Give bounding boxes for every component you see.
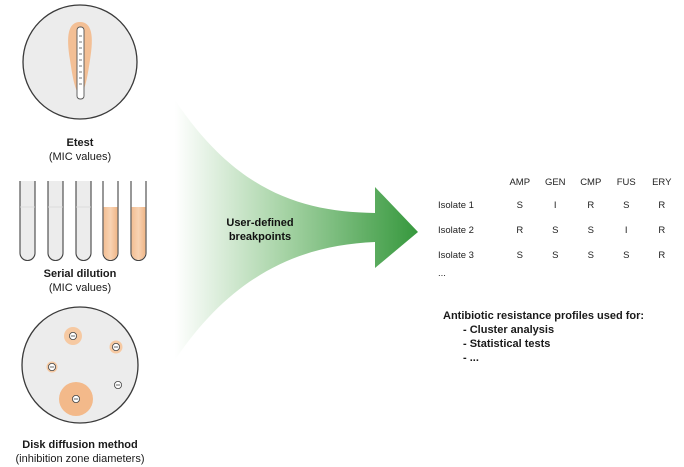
- disk-5: [114, 380, 123, 389]
- breakpoint-arrow: [175, 100, 418, 360]
- table-cell: R: [658, 250, 666, 261]
- table-row: Isolate 1 S I R S R: [438, 193, 680, 218]
- table-cell: S: [516, 200, 523, 211]
- etest-title: Etest: [66, 137, 94, 149]
- row-label: Isolate 1: [438, 200, 474, 211]
- table-cell: I: [624, 225, 628, 236]
- table-cell: S: [587, 250, 594, 261]
- arrow-label-line2: breakpoints: [228, 231, 292, 243]
- table-row: Isolate 2 R S S I R: [438, 218, 680, 243]
- column-header: ERY: [652, 177, 672, 188]
- profiles-list: - Cluster analysis - Statistical tests -…: [443, 323, 644, 365]
- resistance-table: AMP GEN CMP FUS ERY Isolate 1 S I R S R …: [438, 177, 680, 293]
- disk-diffusion-label: Disk diffusion method (inhibition zone d…: [0, 438, 160, 466]
- serial-dilution-title: Serial dilution: [43, 268, 117, 280]
- list-item: - ...: [463, 352, 479, 364]
- table-cell: S: [623, 250, 630, 261]
- arrow-label: User-defined breakpoints: [205, 216, 315, 244]
- etest-plate: [22, 4, 138, 120]
- column-header: CMP: [580, 177, 602, 188]
- table-cell: R: [587, 200, 595, 211]
- disk-2: [109, 340, 123, 354]
- row-label: Isolate 2: [438, 225, 474, 236]
- disk-1: [64, 327, 82, 345]
- tube-2: [47, 181, 64, 261]
- tube-1: [19, 181, 36, 261]
- table-header-row: AMP GEN CMP FUS ERY: [438, 177, 680, 193]
- disk-diffusion-subtitle: (inhibition zone diameters): [15, 453, 145, 465]
- profiles-heading: Antibiotic resistance profiles used for:: [443, 310, 645, 322]
- disk-diffusion-plate: [21, 306, 139, 424]
- table-row-ellipsis: ...: [438, 268, 680, 293]
- list-item: - Statistical tests: [463, 338, 551, 350]
- arrow-label-line1: User-defined: [226, 217, 294, 229]
- column-header: GEN: [544, 177, 566, 188]
- table-cell: I: [553, 200, 557, 211]
- table-cell: S: [516, 250, 523, 261]
- etest-label: Etest (MIC values): [0, 136, 160, 164]
- table-cell: S: [552, 250, 559, 261]
- table-ellipsis: ...: [438, 268, 446, 279]
- tube-4: [102, 181, 119, 261]
- list-item: - Cluster analysis: [463, 324, 555, 336]
- table-row: Isolate 3 S S S S R: [438, 243, 680, 268]
- etest-subtitle: (MIC values): [48, 151, 112, 163]
- table-cell: R: [658, 200, 666, 211]
- table-cell: R: [516, 225, 524, 236]
- etest-strip: [76, 26, 85, 100]
- disk-4: [59, 382, 93, 416]
- disk-diffusion-title: Disk diffusion method: [22, 439, 138, 451]
- column-header: FUS: [616, 177, 636, 188]
- serial-dilution-label: Serial dilution (MIC values): [0, 267, 160, 295]
- table-cell: S: [552, 225, 559, 236]
- serial-dilution-tubes: [19, 181, 147, 261]
- profiles-block: Antibiotic resistance profiles used for:…: [443, 309, 644, 365]
- column-header: AMP: [509, 177, 531, 188]
- tube-5: [130, 181, 147, 261]
- table-cell: S: [587, 225, 594, 236]
- serial-dilution-subtitle: (MIC values): [48, 282, 112, 294]
- row-label: Isolate 3: [438, 250, 474, 261]
- tube-3: [75, 181, 92, 261]
- table-cell: S: [623, 200, 630, 211]
- disk-3: [46, 361, 58, 373]
- table-cell: R: [658, 225, 666, 236]
